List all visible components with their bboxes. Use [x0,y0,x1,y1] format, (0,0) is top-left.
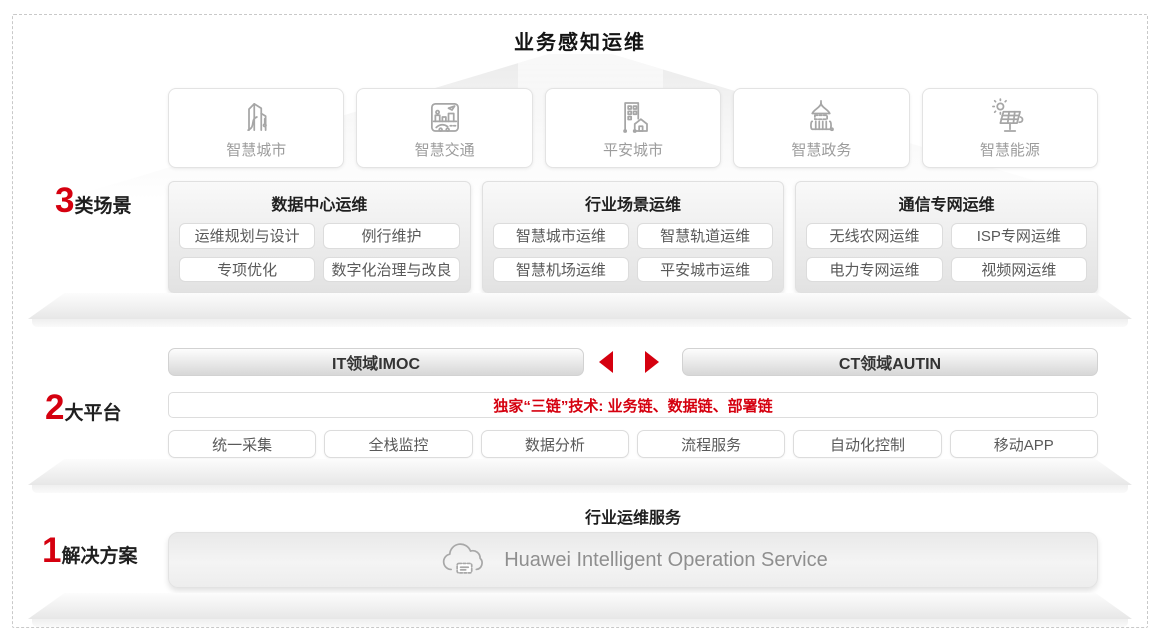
shelf-edge [32,485,1128,493]
solution-section-number: 1 [42,531,62,570]
shelf-solution [28,593,1132,627]
shelf-edge [32,319,1128,327]
smart-city-icon [247,103,268,131]
shelf-scenes [28,293,1132,327]
scenario-card-label: 平安城市 [603,142,664,159]
scenes-section-text: 类场景 [74,196,132,217]
group-datacenter-ops: 数据中心运维 运维规划与设计 例行维护 专项优化 数字化治理与改良 [168,181,471,293]
service-bar: Huawei Intelligent Operation Service [168,532,1098,588]
capability-pill: 统一采集 [168,430,317,458]
group-item: 无线农网运维 [806,223,943,249]
safe-city-icon [623,102,648,133]
group-grid: 运维规划与设计 例行维护 专项优化 数字化治理与改良 [179,223,460,282]
it-platform-bar: IT领域IMOC [168,348,584,376]
group-grid: 无线农网运维 ISP专网运维 电力专网运维 视频网运维 [806,223,1088,282]
group-industry-scene-ops: 行业场景运维 智慧城市运维 智慧轨道运维 智慧机场运维 平安城市运维 [481,181,785,293]
shelf-surface [28,293,1132,319]
platforms-section-text: 大平台 [64,403,122,424]
group-item: 电力专网运维 [806,256,943,282]
group-title: 数据中心运维 [271,197,368,214]
smart-energy-icon [991,98,1024,132]
group-item: 智慧轨道运维 [637,223,774,249]
group-item: 智慧机场运维 [492,256,629,282]
capability-pill: 全栈监控 [324,430,473,458]
group-item: 运维规划与设计 [179,223,316,249]
group-title: 行业场景运维 [585,197,682,214]
tech-banner: 独家“三链”技术: 业务链、数据链、部署链 [168,392,1098,418]
scenario-card-smart-transport: 智慧交通 [356,88,533,168]
scenario-card-smart-city: 智慧城市 [168,88,345,168]
scenario-card-label: 智慧交通 [414,142,475,159]
e-government-icon [810,99,835,132]
capabilities-row: 统一采集 全栈监控 数据分析 流程服务 自动化控制 移动APP [168,430,1098,458]
scenario-cards-row: 智慧城市 智慧交通 [168,88,1099,168]
smart-transport-icon [430,103,459,132]
arrow-right-icon [645,351,659,373]
group-telecom-private-net-ops: 通信专网运维 无线农网运维 ISP专网运维 电力专网运维 视频网运维 [795,181,1099,293]
platforms-section-number: 2 [45,388,65,427]
diagram-title: 业务感知运维 [514,32,646,54]
scenario-card-smart-energy: 智慧能源 [921,88,1099,168]
scenes-section-number: 3 [55,181,75,220]
group-item: 平安城市运维 [637,256,774,282]
outer-dashed-border [12,14,1148,628]
capability-pill: 数据分析 [480,430,629,458]
scenario-card-safe-city: 平安城市 [544,88,722,168]
group-item: 数字化治理与改良 [323,256,460,282]
group-item: 视频网运维 [950,256,1088,282]
scenario-card-label: 智慧城市 [226,142,287,159]
arrow-left-icon [599,351,613,373]
service-title: 行业运维服务 [584,510,681,527]
group-item: 智慧城市运维 [492,223,629,249]
capability-pill: 移动APP [949,430,1098,458]
scenario-card-label: 智慧政务 [791,142,852,159]
scenario-card-label: 智慧能源 [979,142,1040,159]
shelf-edge [32,619,1128,627]
service-name: Huawei Intelligent Operation Service [504,548,828,571]
shelf-platforms [28,459,1132,493]
capability-pill: 流程服务 [636,430,786,458]
scene-groups-row: 数据中心运维 运维规划与设计 例行维护 专项优化 数字化治理与改良 行业场景运维… [168,181,1099,293]
cloud-service-icon [443,543,484,574]
group-item: 专项优化 [179,256,316,282]
capability-pill: 自动化控制 [793,430,942,458]
group-item: ISP专网运维 [950,223,1088,249]
ct-platform-bar: CT领域AUTIN [682,348,1098,376]
solution-section-text: 解决方案 [61,546,138,567]
shelf-surface [28,593,1132,619]
group-item: 例行维护 [323,223,460,249]
shelf-surface [28,459,1132,485]
scenario-card-e-government: 智慧政务 [733,88,910,168]
group-grid: 智慧城市运维 智慧轨道运维 智慧机场运维 平安城市运维 [492,223,774,282]
group-title: 通信专网运维 [898,197,995,214]
